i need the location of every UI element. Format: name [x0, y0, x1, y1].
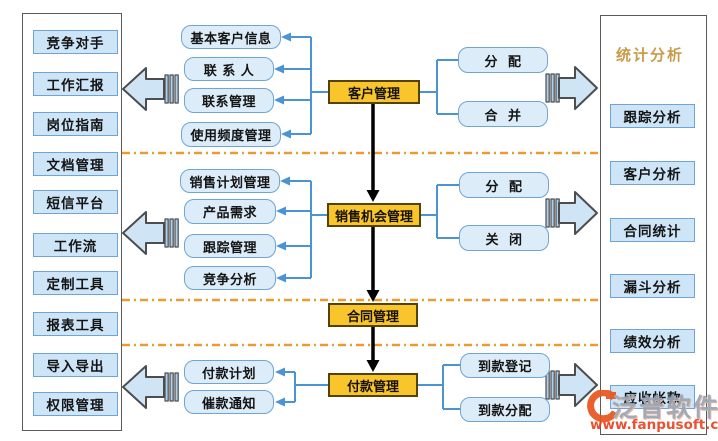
left-item-permissions: 权限管理: [33, 392, 118, 416]
customer-action-merge: 合 并: [458, 101, 548, 127]
payment-arrowheads: [275, 367, 285, 407]
right-item-performance-analysis: 绩效分析: [610, 329, 695, 353]
sales-connectors: [285, 180, 459, 279]
sales-arrowheads: [276, 176, 290, 283]
right-item-contract-statistics: 合同统计: [610, 218, 695, 242]
module-customer-management: 客户管理: [328, 80, 420, 104]
watermark: 泛普软件 www.fanpusoft.com: [584, 386, 718, 438]
right-item-customer-analysis: 客户分析: [610, 161, 695, 185]
right-item-accounts-receivable: 应收帐款: [610, 385, 695, 409]
left-item-doc-mgmt: 文档管理: [33, 152, 118, 176]
customer-action-assign: 分 配: [458, 47, 548, 73]
left-item-post-guide: 岗位指南: [33, 112, 118, 136]
module-payment-management: 付款管理: [328, 373, 418, 397]
watermark-brand: 泛普软件: [612, 393, 718, 422]
main-flow-arrows: [366, 104, 380, 372]
block-arrow-right-customer-icon: [545, 66, 598, 110]
customer-feature-basic-info: 基本客户信息: [181, 25, 281, 49]
watermark-url: www.fanpusoft.com: [590, 417, 718, 433]
left-item-workflow: 工作流: [33, 233, 118, 257]
section-separator-lines: [122, 151, 598, 347]
block-arrow-left-payment-icon: [122, 365, 179, 409]
payment-feature-plan: 付款计划: [184, 360, 274, 384]
left-item-work-report: 工作汇报: [33, 72, 118, 96]
customer-connectors: [283, 36, 458, 135]
block-arrow-left-sales-icon: [122, 211, 179, 255]
sales-action-assign: 分 配: [459, 172, 549, 198]
customer-feature-usage-freq: 使用频度管理: [181, 122, 281, 147]
left-item-import-export: 导入导出: [33, 353, 118, 377]
block-arrow-left-customer-icon: [122, 67, 179, 111]
block-arrow-right-sales-icon: [545, 191, 598, 235]
right-item-tracking-analysis: 跟踪分析: [610, 104, 695, 128]
left-item-competitors: 竞争对手: [33, 30, 118, 54]
payment-action-receipt-assign: 到款分配: [460, 397, 550, 422]
sales-feature-product-demand: 产品需求: [184, 199, 276, 224]
statistics-panel-title: 统计分析: [616, 46, 685, 64]
sales-action-close: 关 闭: [459, 225, 549, 251]
fanpu-logo-icon: [587, 390, 618, 423]
module-sales-opportunity-management: 销售机会管理: [327, 203, 421, 227]
payment-feature-reminder: 催款通知: [184, 390, 274, 414]
left-item-sms-platform: 短信平台: [33, 190, 118, 214]
customer-feature-contact-mgmt: 联系管理: [184, 88, 274, 113]
left-item-custom-tools: 定制工具: [33, 271, 118, 295]
sales-feature-competition: 竞争分析: [184, 266, 276, 290]
payment-action-receipt-register: 到款登记: [460, 353, 550, 378]
module-contract-management: 合同管理: [328, 303, 418, 327]
sales-feature-plan-mgmt: 销售计划管理: [180, 169, 280, 193]
payment-connectors: [285, 364, 460, 410]
customer-arrowheads: [274, 32, 291, 139]
right-item-funnel-analysis: 漏斗分析: [610, 274, 695, 298]
sales-feature-tracking-mgmt: 跟踪管理: [184, 234, 276, 258]
left-item-report-tools: 报表工具: [33, 312, 118, 336]
customer-feature-contacts: 联 系 人: [184, 57, 274, 81]
